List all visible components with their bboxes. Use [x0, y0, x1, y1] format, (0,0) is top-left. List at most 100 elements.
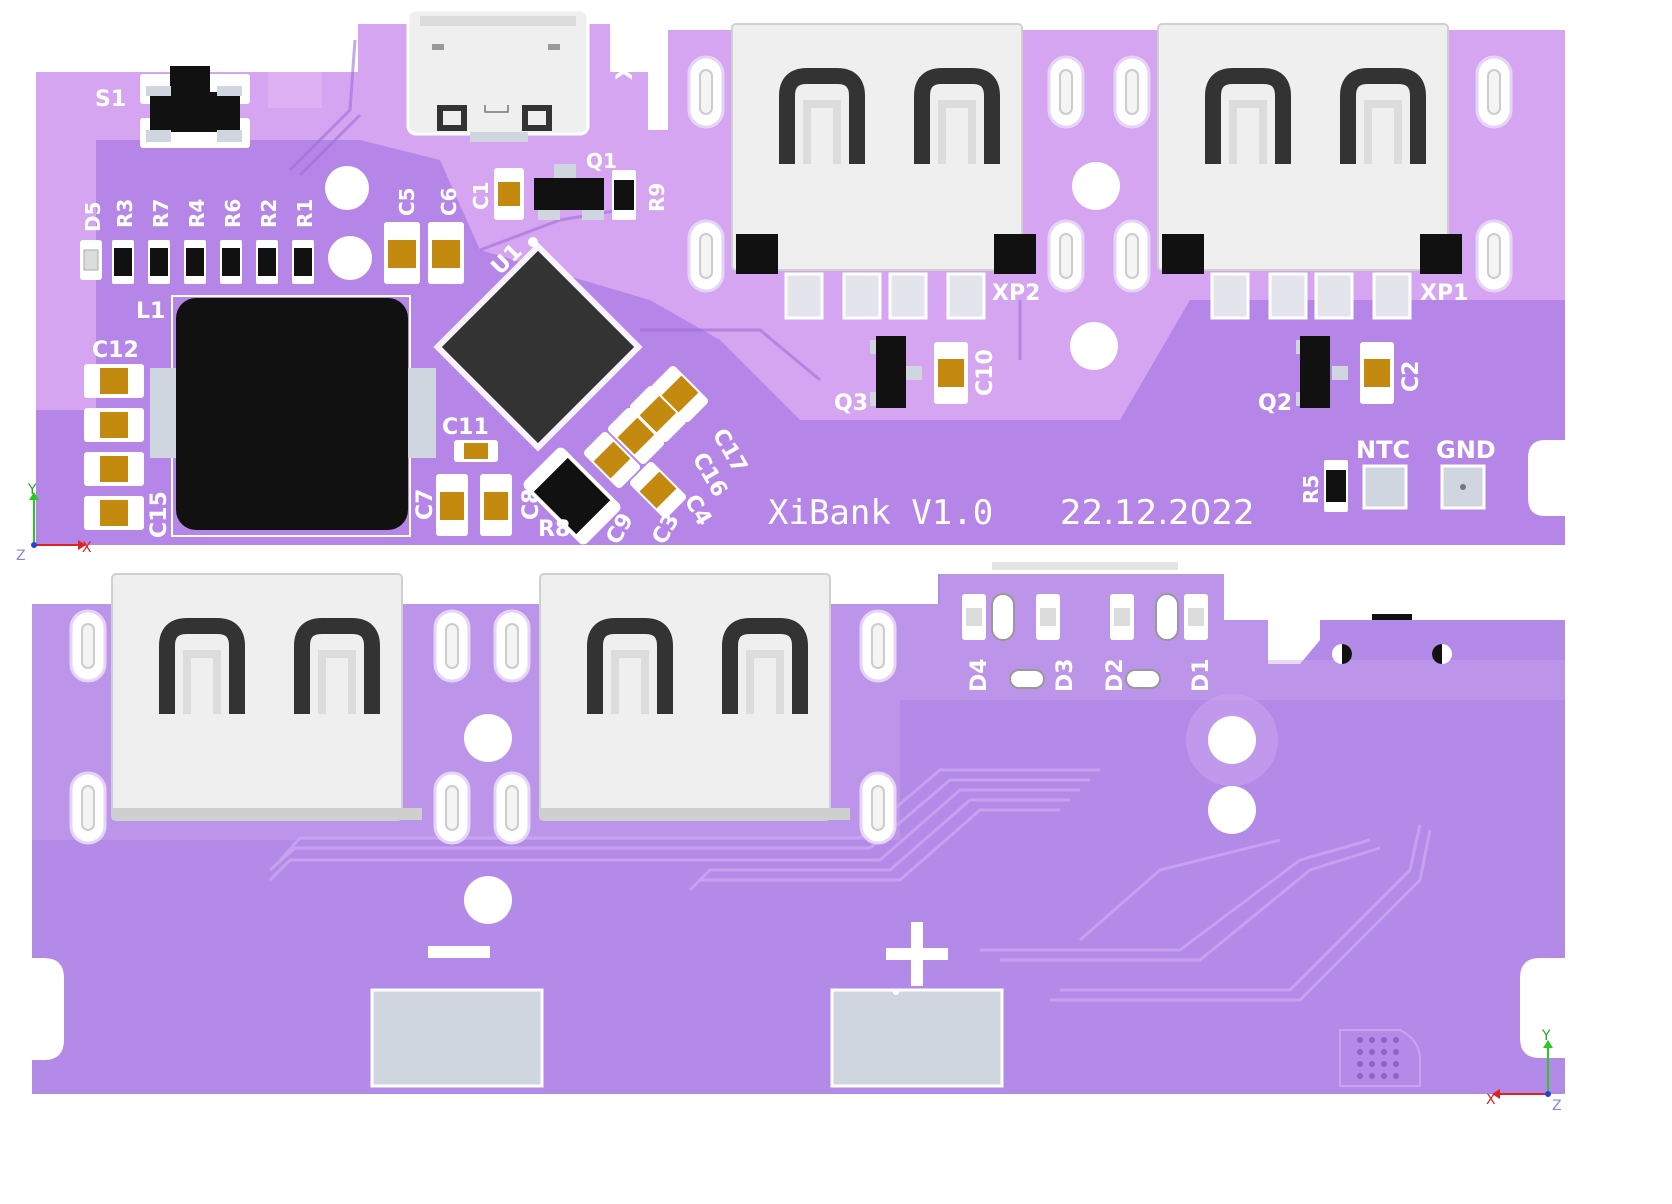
mount-hole	[1208, 786, 1256, 834]
label-r3: R3	[113, 199, 137, 228]
axis-label-y: Y	[27, 482, 37, 498]
board-date: 22.12.2022	[1060, 493, 1255, 533]
board-version-title: XiBank V1.0	[768, 493, 993, 533]
battery-minus-bar	[428, 946, 490, 958]
capacitor-c10-core	[938, 359, 964, 387]
transistor-q3	[870, 336, 922, 408]
label-r4: R4	[185, 199, 209, 228]
via-clusters	[1357, 1037, 1399, 1079]
axis-label-y-bottom: Y	[1541, 1028, 1551, 1044]
capacitor-c3	[629, 461, 687, 519]
capacitor-c17	[651, 365, 709, 423]
battery-plus-vbar	[911, 922, 923, 986]
axis-label-z-bottom: Z	[1552, 1098, 1562, 1114]
usb-a-connector-bottom-right	[540, 574, 850, 820]
label-r5: R5	[1299, 475, 1323, 504]
capacitor-c1-core	[498, 182, 520, 206]
label-xp2: XP2	[992, 281, 1040, 306]
resistor-r3	[112, 240, 134, 284]
resistor-r6	[220, 240, 242, 284]
label-r8: R8	[538, 517, 570, 542]
ntc-pad	[1362, 464, 1408, 510]
usb-a-connector-xp2	[732, 24, 1036, 320]
label-r6: R6	[221, 199, 245, 228]
label-r2: R2	[257, 199, 281, 228]
mount-hole	[1072, 162, 1120, 210]
mount-hole	[1208, 716, 1256, 764]
label-d2: D2	[1103, 658, 1128, 692]
mount-hole	[464, 714, 512, 762]
label-r1: R1	[293, 199, 317, 228]
label-c12: C12	[92, 338, 139, 363]
label-s1: S1	[95, 87, 126, 112]
mount-hole	[328, 236, 372, 280]
battery-minus-symbol: −	[0, 0, 1, 1]
axis-label-x-bottom: X	[1486, 1092, 1496, 1108]
capacitor-c16	[629, 385, 687, 443]
capacitor-c9	[583, 431, 641, 489]
label-c15: C15	[147, 491, 172, 538]
label-d1: D1	[1189, 658, 1214, 692]
bottom-traces	[268, 768, 1432, 1002]
label-q2: Q2	[1258, 391, 1292, 416]
pin1-marker	[528, 237, 538, 247]
label-c11: C11	[442, 415, 489, 440]
label-gnd: GND	[1436, 436, 1496, 464]
capacitor-c2-core	[1364, 359, 1390, 387]
transistor-q2	[1296, 336, 1348, 408]
capacitor-c11-core	[464, 443, 488, 459]
mount-hole	[325, 166, 369, 210]
label-q3: Q3	[834, 391, 868, 416]
transistor-q1	[534, 164, 604, 220]
label-q1: Q1	[586, 149, 617, 173]
capacitor-c4	[607, 407, 665, 465]
bottom-board-outline	[32, 574, 1565, 1094]
inductor-icon	[150, 295, 436, 537]
label-d4: D4	[967, 658, 992, 692]
gnd-pad-via	[1460, 484, 1466, 490]
battery-minus-pad	[370, 988, 544, 1088]
capacitor-c7-core	[440, 492, 464, 520]
usb-a-connector-bottom-left	[112, 574, 422, 820]
thermal-zone-outline	[1339, 1029, 1421, 1087]
mount-hole	[464, 876, 512, 924]
battery-plus-symbol: +	[0, 0, 1, 1]
mount-hole	[1070, 322, 1118, 370]
label-r9: R9	[645, 183, 669, 212]
resistor-r5-core	[1326, 470, 1346, 502]
usb-a-connector-xp1	[1158, 24, 1462, 320]
resistor-r1	[292, 240, 314, 284]
label-xp1: XP1	[1420, 281, 1468, 306]
axis-gizmo-top	[29, 492, 86, 550]
label-c6: C6	[437, 187, 461, 216]
resistor-r9	[612, 170, 636, 220]
capacitor-column	[84, 364, 144, 530]
capacitor-c5-core	[388, 240, 416, 268]
pad-via	[893, 989, 899, 995]
axis-label-z: Z	[16, 548, 26, 564]
label-d3: D3	[1053, 658, 1078, 692]
label-xp3: XP3	[613, 32, 638, 80]
label-c1: C1	[469, 181, 493, 210]
resistor-r7	[148, 240, 170, 284]
label-r7: R7	[149, 199, 173, 228]
switch-footprint	[1372, 614, 1412, 620]
resistor-r4	[184, 240, 206, 284]
led-row	[962, 562, 1208, 689]
battery-plus-pad	[830, 988, 1004, 1088]
bottom-board: D4 D3 D2 D1 − +	[0, 0, 1565, 1114]
capacitor-c8-core	[484, 492, 508, 520]
label-c5: C5	[395, 187, 419, 216]
capacitor-c6-core	[432, 240, 460, 268]
axis-label-x: X	[82, 540, 92, 556]
label-c7: C7	[413, 489, 438, 520]
label-d5: D5	[81, 201, 105, 232]
label-c2: C2	[1399, 361, 1424, 392]
resistor-r8	[523, 447, 621, 545]
label-l1: L1	[136, 299, 165, 324]
resistor-r2	[256, 240, 278, 284]
led-d5	[79, 239, 103, 281]
label-c10: C10	[973, 349, 998, 396]
axis-gizmo-bottom	[1492, 1040, 1553, 1099]
